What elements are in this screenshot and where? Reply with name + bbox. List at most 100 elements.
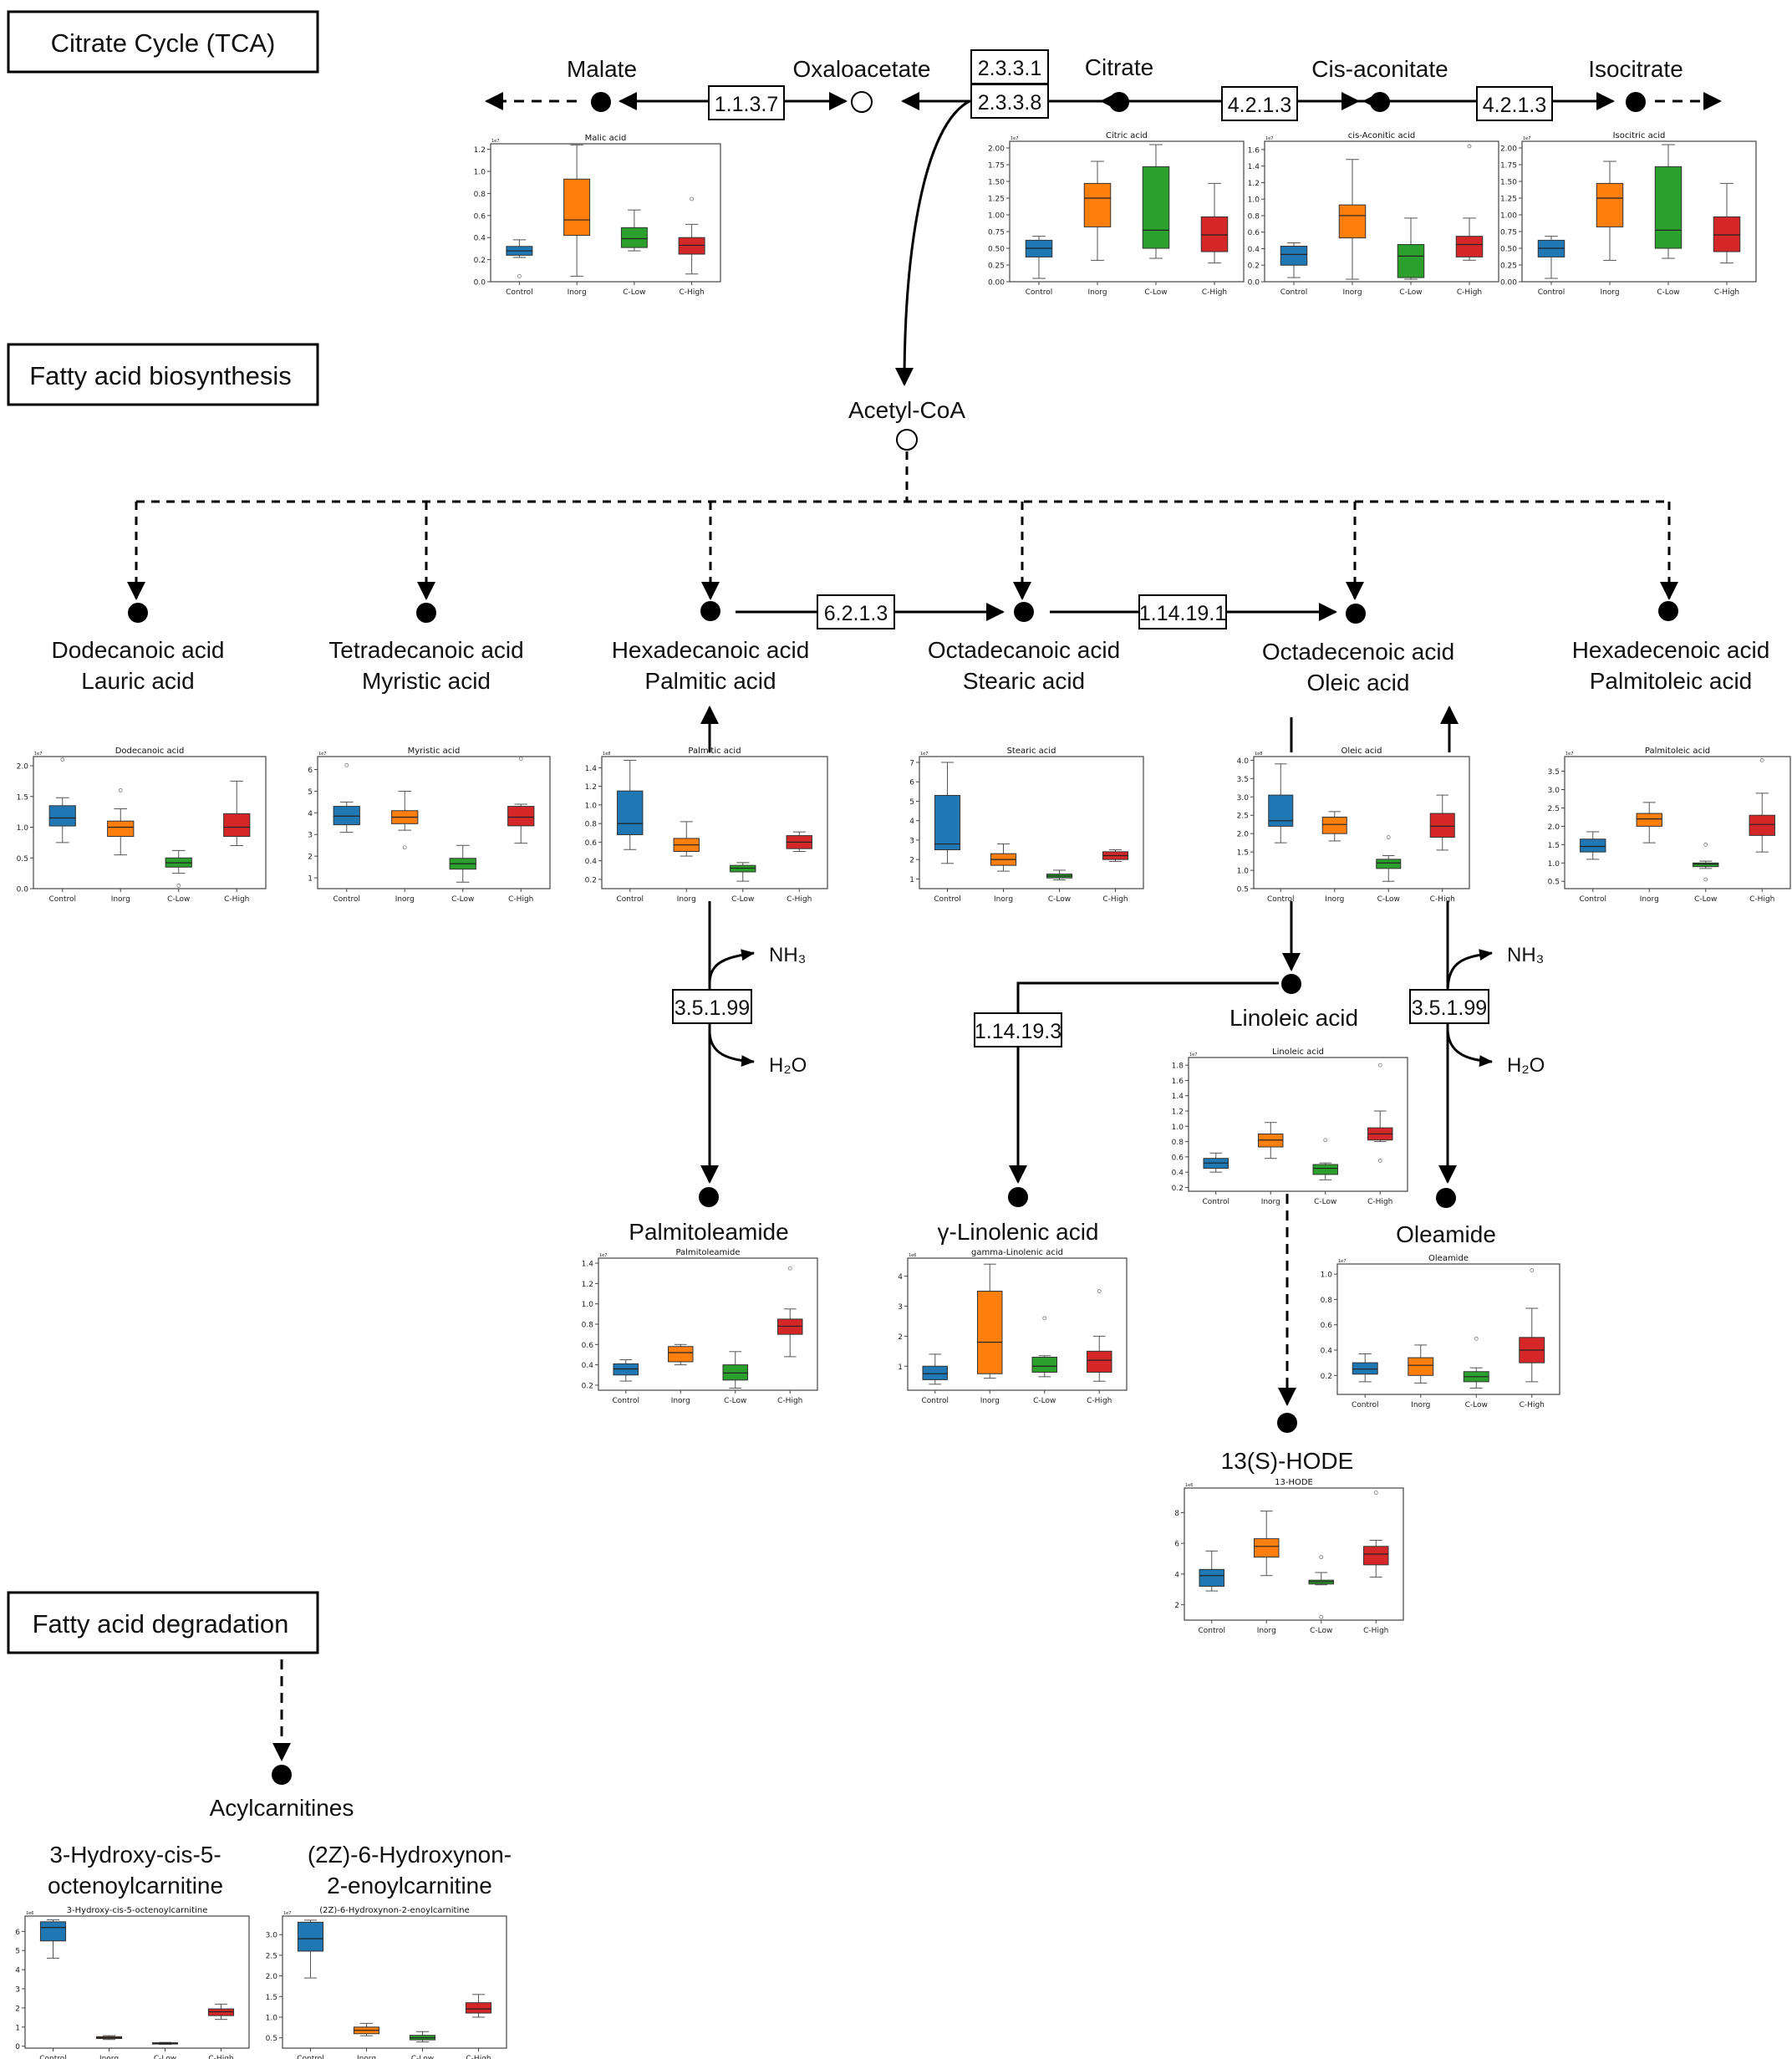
y-tick-label: 3.5 <box>1237 776 1249 784</box>
x-tick-label: Control <box>1026 288 1053 297</box>
box-iqr <box>678 237 705 255</box>
box-chigh <box>786 831 812 852</box>
x-tick-label: C-Low <box>731 895 754 904</box>
y-tick-label: 1.0 <box>582 1301 594 1309</box>
x-tick-label: C-Low <box>1310 1627 1332 1635</box>
label-hexadecanoic-1: Hexadecanoic acid <box>612 637 810 663</box>
plot-palmitoleic: Palmitoleic acid1e70.51.01.52.02.53.03.5… <box>1548 747 1791 904</box>
box-chigh <box>777 1266 803 1358</box>
box-chigh <box>207 2003 235 2021</box>
x-tick-label: Control <box>616 895 644 904</box>
x-tick-label: C-Low <box>1048 895 1071 904</box>
y-tick-label: 1.2 <box>1172 1108 1184 1117</box>
box-inorg <box>990 843 1017 872</box>
y-tick-label: 0.4 <box>474 235 486 243</box>
node-hexadecenoic <box>1658 601 1678 621</box>
label-octadecenoic-1: Octadecenoic acid <box>1262 639 1454 665</box>
y-tick-label: 1.0 <box>1548 860 1560 869</box>
x-tick-label: C-High <box>1430 895 1455 904</box>
x-tick-label: C-High <box>1367 1198 1392 1206</box>
y-tick-label: 2.00 <box>1500 145 1517 154</box>
label-oxaloacetate: Oxaloacetate <box>793 56 931 82</box>
node-acetyl-coa <box>896 429 918 451</box>
x-tick-label: Inorg <box>1411 1401 1430 1409</box>
y-tick-label: 0.6 <box>1172 1154 1184 1162</box>
x-tick-label: C-High <box>777 1397 802 1405</box>
outlier-point <box>1474 1336 1479 1341</box>
plot-title: Oleamide <box>1428 1254 1469 1263</box>
plot-oleic: Oleic acid1e80.51.01.52.02.53.03.54.0Con… <box>1237 747 1470 904</box>
enzyme-4-2-1-3-a: 4.2.1.3 <box>1221 86 1298 121</box>
label-gamma-linolenic: γ-Linolenic acid <box>938 1219 1099 1245</box>
y-tick-label: 0.2 <box>474 257 486 265</box>
y-tick-label: 2.5 <box>266 1952 277 1960</box>
box-iqr <box>777 1318 803 1335</box>
enzyme-4-2-1-3-b: 4.2.1.3 <box>1476 86 1553 121</box>
y-tick-label: 1.5 <box>1548 842 1560 850</box>
y-tick-label: 4 <box>909 818 914 826</box>
section-fatty-acid-biosynthesis: Fatty acid biosynthesis <box>7 343 319 406</box>
svg-text:6.2.1.3: 6.2.1.3 <box>824 602 888 625</box>
y-tick-label: 1.6 <box>1172 1078 1184 1086</box>
box-control <box>506 239 533 278</box>
x-tick-label: Inorg <box>994 895 1013 904</box>
box-chigh <box>1519 1268 1545 1383</box>
y-tick-label: 1.75 <box>1500 162 1517 171</box>
fab-dashed-branches <box>127 451 1678 600</box>
y-tick-label: 0.2 <box>585 876 597 884</box>
fab-nodes <box>128 601 1678 624</box>
box-iqr <box>1200 216 1229 252</box>
y-tick-label: 1.00 <box>1500 212 1517 221</box>
label-cis-aconitate: Cis-aconitate <box>1311 56 1448 82</box>
y-tick-label: 1.2 <box>585 783 597 792</box>
box-inorg <box>1338 159 1367 280</box>
plot-title: Stearic acid <box>1007 747 1056 756</box>
x-tick-label: C-Low <box>154 2055 176 2059</box>
box-iqr <box>1408 1357 1434 1376</box>
plot-title: Isocitric acid <box>1613 131 1666 140</box>
plot-multiplier: 1e7 <box>318 752 326 757</box>
y-tick-label: 2.0 <box>17 763 29 772</box>
plot-title: Palmitic acid <box>688 747 741 756</box>
outlier-point <box>344 762 349 767</box>
y-tick-label: 3.5 <box>1548 768 1560 777</box>
box-iqr <box>297 1921 324 1952</box>
outlier-point <box>1467 144 1472 149</box>
y-tick-label: 3.0 <box>1237 794 1250 803</box>
label-tetradecanoic-2: Myristic acid <box>362 668 491 694</box>
x-tick-label: Control <box>1267 895 1295 904</box>
svg-text:2.3.3.8: 2.3.3.8 <box>978 91 1041 115</box>
plot-hydroxynon: (2Z)-6-Hydroxynon-2-enoylcarnitine1e70.5… <box>266 1906 507 2059</box>
box-inorg <box>1636 802 1662 843</box>
box-iqr <box>1280 246 1308 266</box>
box-clow <box>1463 1336 1489 1389</box>
y-tick-label: 1.2 <box>1248 180 1260 188</box>
plot-palmitic: Palmitic acid1e80.20.40.60.81.01.21.4Con… <box>585 747 828 904</box>
plot-title: gamma-Linolenic acid <box>971 1248 1063 1257</box>
box-control <box>48 757 76 843</box>
label-oleamide: Oleamide <box>1396 1221 1496 1247</box>
box-clow <box>409 2031 436 2043</box>
x-tick-label: C-High <box>224 895 249 904</box>
y-tick-label: 1 <box>15 2024 20 2032</box>
box-iqr <box>333 806 360 826</box>
box-inorg <box>563 144 591 277</box>
y-tick-label: 1.25 <box>1500 196 1517 204</box>
y-tick-label: 1.0 <box>1248 196 1260 205</box>
y-tick-label: 5 <box>909 798 914 807</box>
plot-multiplier: 1e7 <box>1565 752 1573 757</box>
plot-title: Palmitoleic acid <box>1645 747 1710 756</box>
box-clow <box>151 2041 179 2045</box>
y-tick-label: 2 <box>15 2005 20 2013</box>
x-tick-label: Inorg <box>980 1397 1000 1405</box>
plot-multiplier: 1e6 <box>26 1911 33 1916</box>
box-control <box>39 1919 67 1959</box>
label-citrate: Citrate <box>1085 54 1153 80</box>
x-tick-label: Inorg <box>99 2055 119 2059</box>
box-chigh <box>1200 182 1229 264</box>
box-iqr <box>668 1346 694 1363</box>
box-iqr <box>977 1291 1003 1374</box>
box-iqr <box>722 1364 748 1381</box>
y-tick-label: 1.2 <box>582 1281 593 1289</box>
